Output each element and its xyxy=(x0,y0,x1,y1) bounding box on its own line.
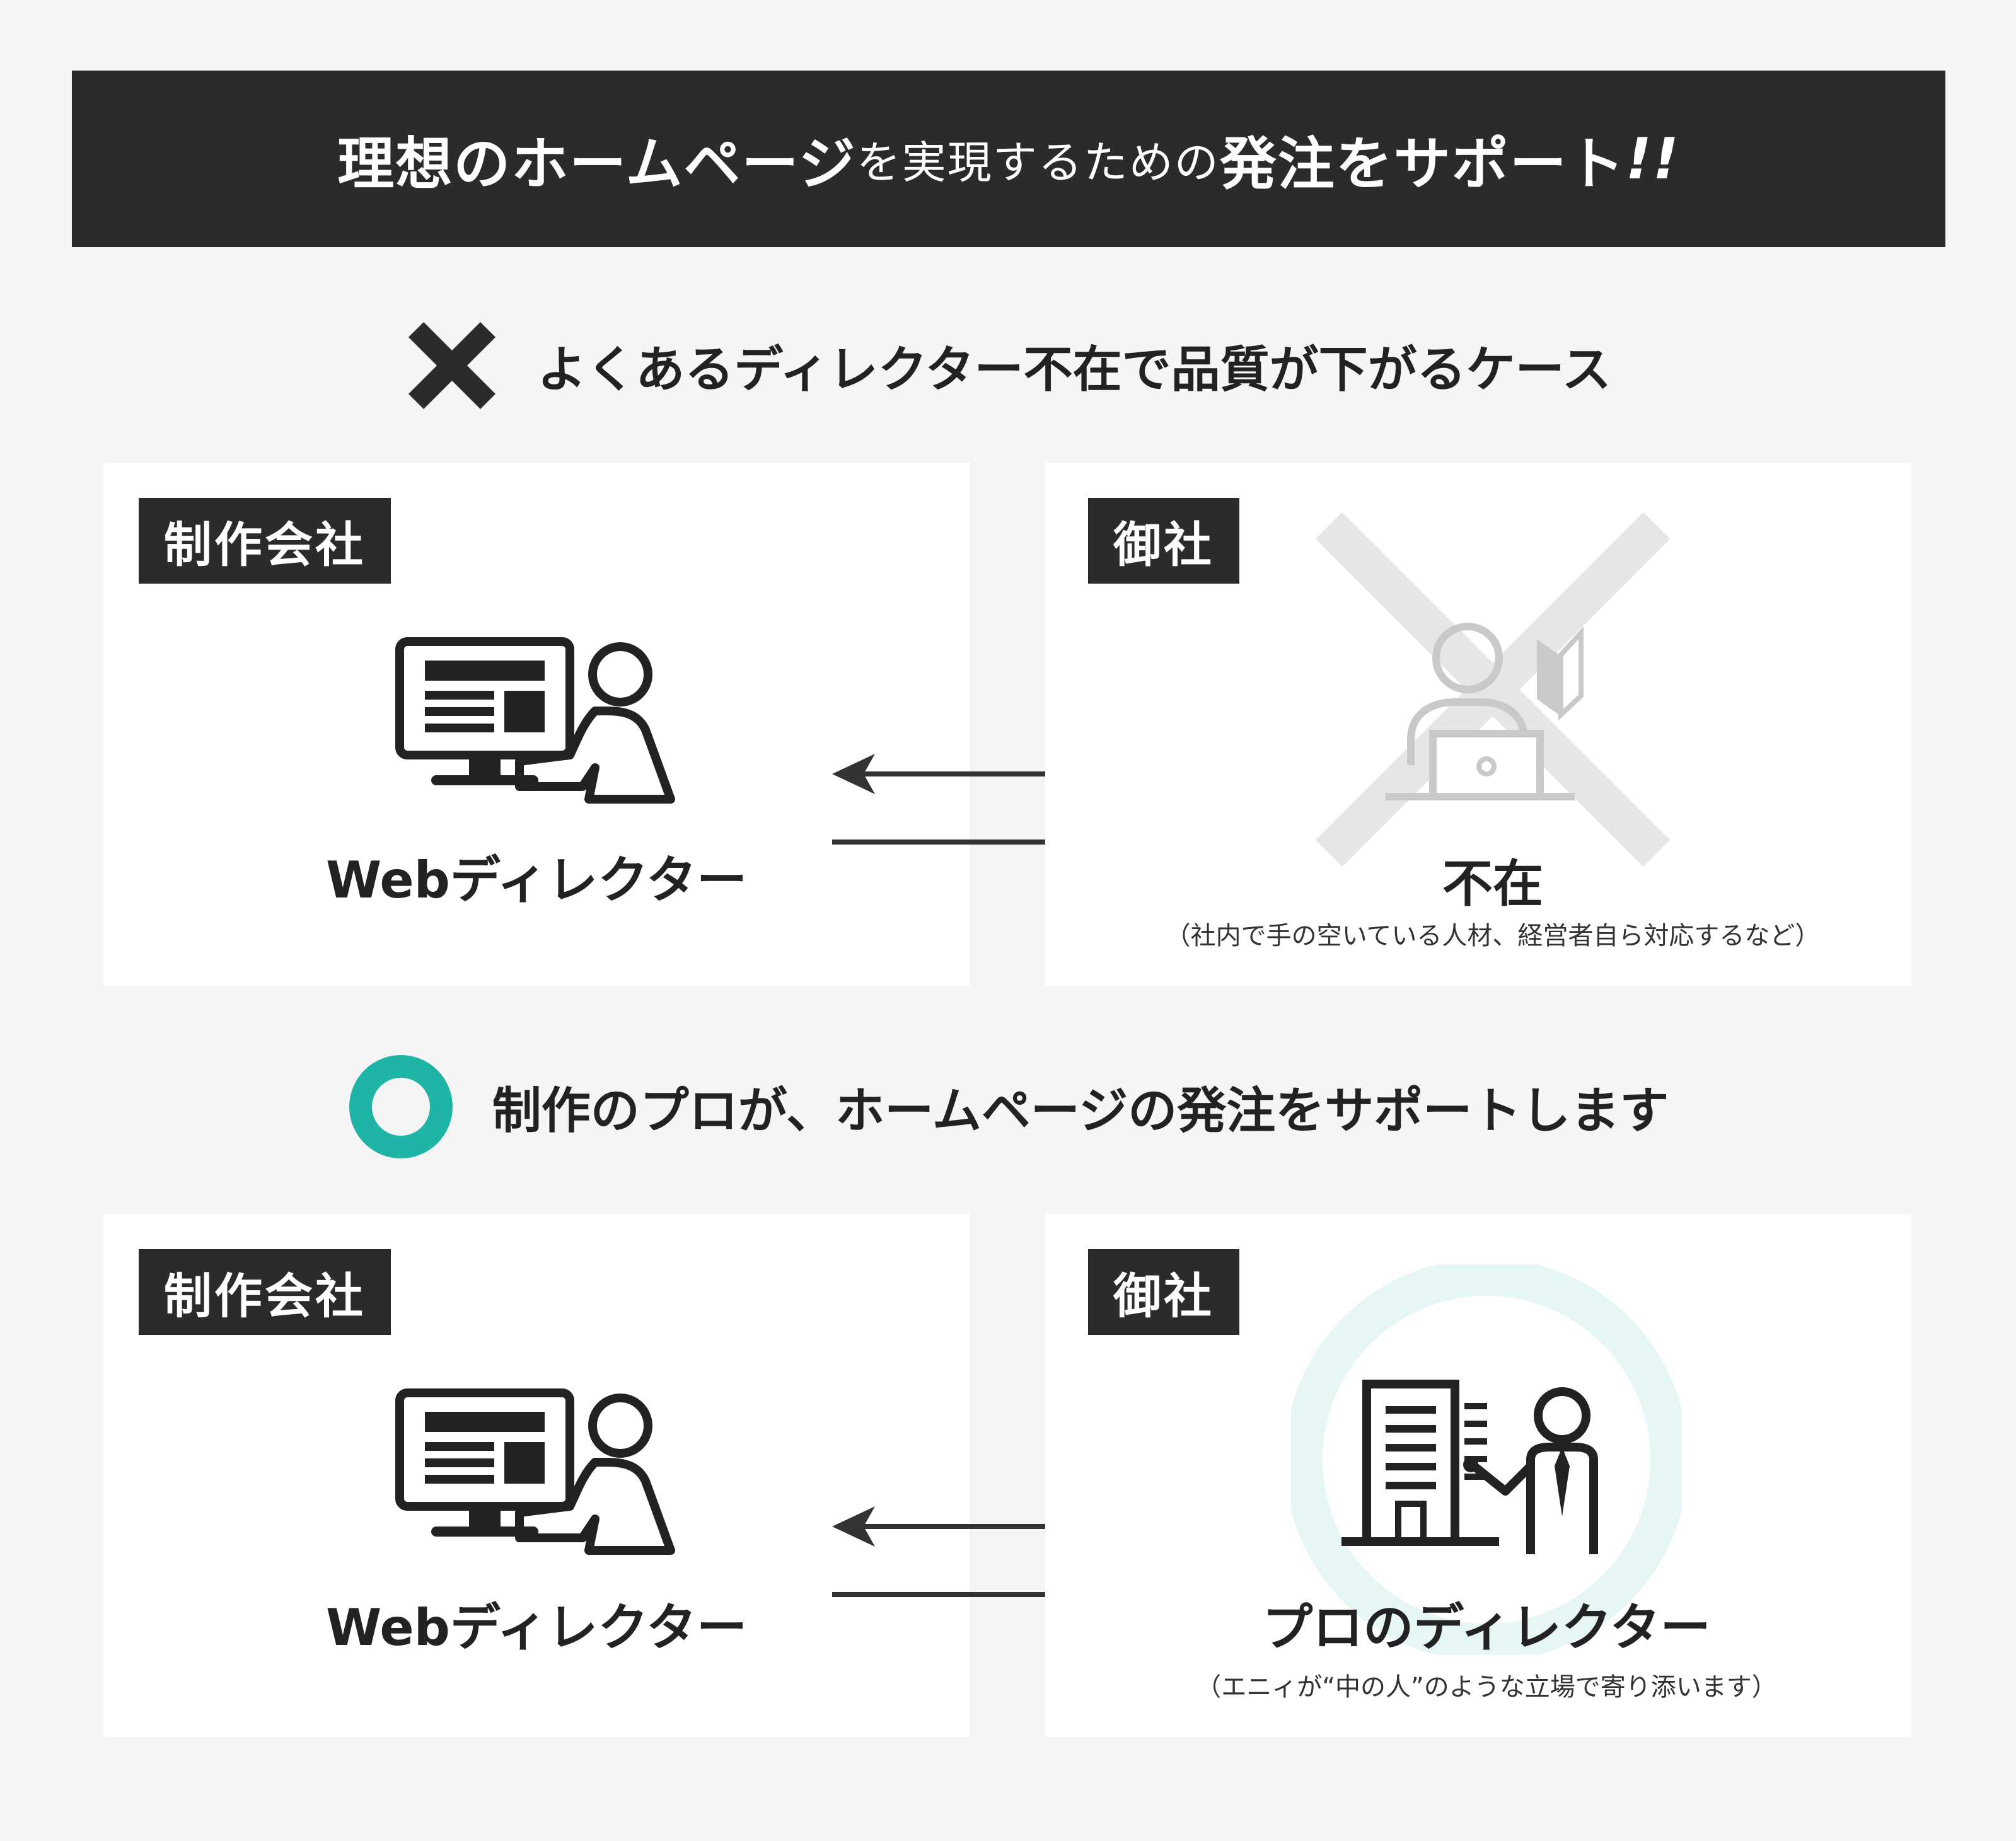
good-left-label: Webディレクター xyxy=(325,1598,748,1657)
banner-text-1: 理想のホームページ xyxy=(337,131,857,197)
good-right-note: （エニィが“中の人”のような立場で寄り添います） xyxy=(1196,1673,1777,1702)
halo-ring-icon xyxy=(1291,1264,1682,1655)
circle-mark-icon xyxy=(347,1053,455,1160)
web-director-icon xyxy=(395,1388,675,1555)
good-right-tag: 御社 xyxy=(1088,1249,1239,1335)
bad-left-label: Webディレクター xyxy=(325,851,748,909)
bad-right-tag: 御社 xyxy=(1088,498,1239,584)
good-left-tag: 制作会社 xyxy=(139,1249,391,1335)
good-case-heading: 制作のプロが、ホームページの発注をサポートします xyxy=(0,1053,2016,1160)
good-left-panel: 制作会社 Webディレクター xyxy=(103,1214,970,1737)
banner-text-3: 発注をサポート xyxy=(1219,131,1626,197)
cross-mark-icon xyxy=(405,318,499,413)
bad-right-panel: 御社 不在 （社内で手の空いている人材、経営者自ら対応するなど） xyxy=(1045,463,1911,986)
title-banner: 理想のホームページ を実現するための 発注をサポート !! xyxy=(72,71,1945,247)
bad-case-heading-text: よくあるディレクター不在で品質が下がるケース xyxy=(537,342,1611,398)
good-case-heading-text: 制作のプロが、ホームページの発注をサポートします xyxy=(492,1083,1669,1140)
absent-person-icon xyxy=(1386,623,1584,800)
pro-director-icon xyxy=(1341,1380,1598,1554)
web-director-icon xyxy=(395,637,675,804)
bad-left-panel: 制作会社 Webディレクター xyxy=(103,463,970,986)
bad-case-heading: よくあるディレクター不在で品質が下がるケース xyxy=(0,315,2016,416)
banner-text-4: !! xyxy=(1625,125,1680,192)
banner-text-2: を実現するための xyxy=(856,136,1220,188)
bad-right-label: 不在 xyxy=(1442,855,1543,913)
good-right-label: プロのディレクター xyxy=(1262,1598,1711,1657)
absent-cross-icon xyxy=(1315,512,1671,867)
bad-right-note: （社内で手の空いている人材、経営者自ら対応するなど） xyxy=(1165,921,1821,950)
bad-left-tag: 制作会社 xyxy=(139,498,391,584)
good-right-panel: 御社 プロのディレクター （エニィが“中の人”のような立場で寄り添います） xyxy=(1045,1214,1911,1737)
